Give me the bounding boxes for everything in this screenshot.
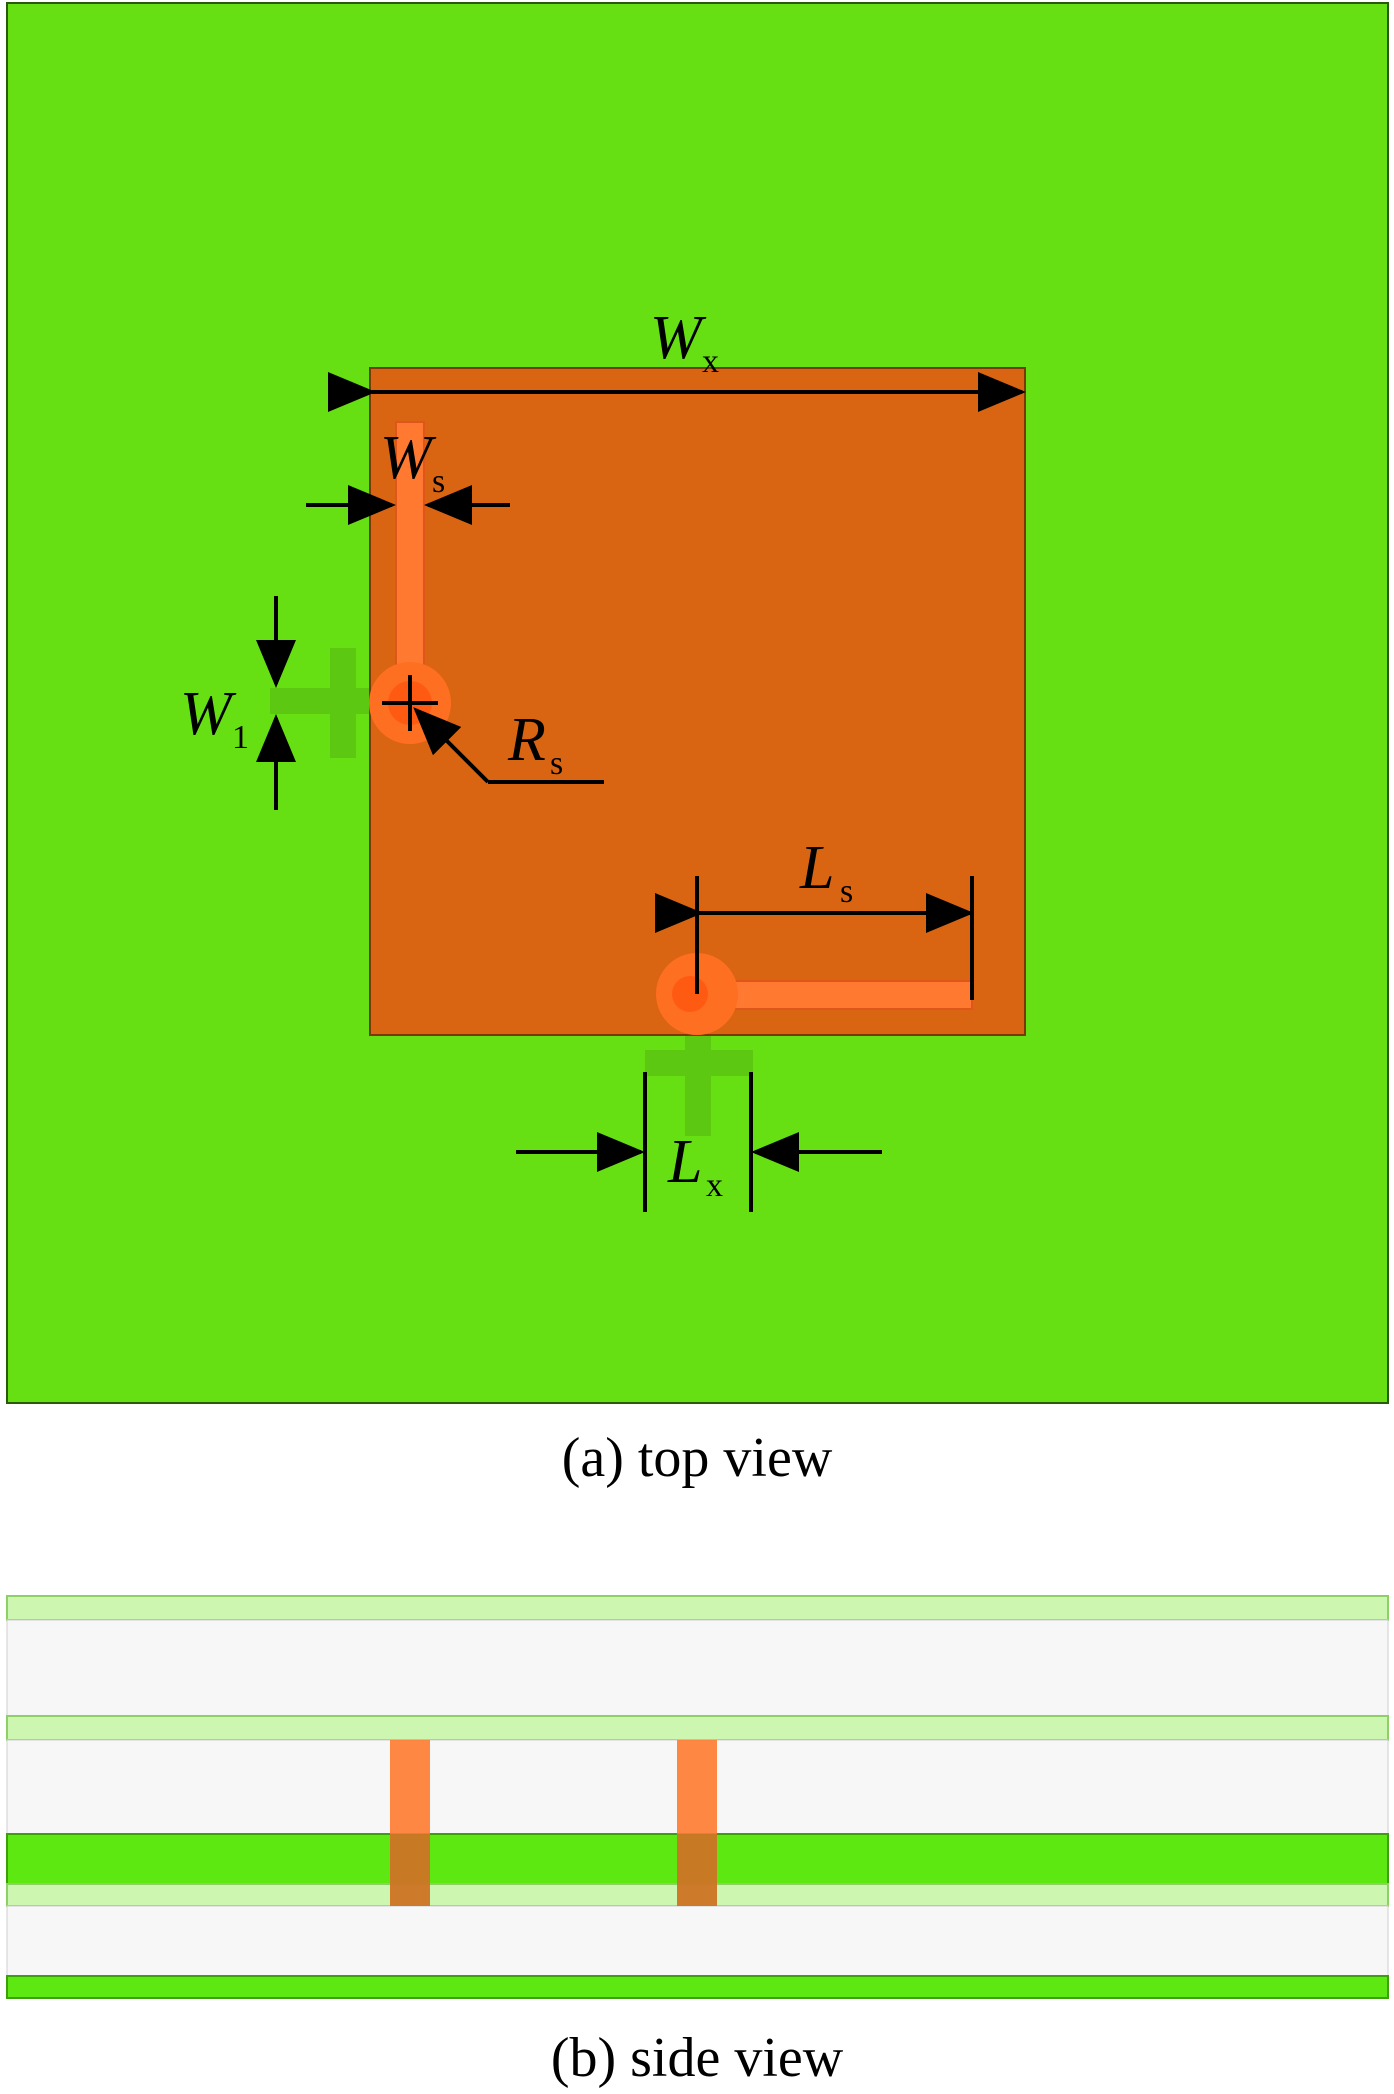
ws-subscript: s [432, 463, 445, 500]
feed-cross-left [270, 648, 378, 758]
feed-cross-bottom [645, 1020, 753, 1136]
layer-bottom-ground [6, 1975, 1389, 1999]
wx-subscript: x [702, 343, 719, 380]
probe-bottom-inner [672, 976, 708, 1012]
rs-subscript: s [550, 745, 563, 782]
ls-label: L [799, 834, 834, 902]
layer-foam-3 [6, 1905, 1389, 1977]
layer-top-film [6, 1595, 1389, 1621]
w1-label: W [180, 680, 237, 748]
rs-label: R [507, 706, 546, 774]
lx-label: L [667, 1128, 702, 1196]
ws-label: W [380, 424, 437, 492]
wx-label: W [650, 304, 707, 372]
caption-side-view: (b) side view [551, 2027, 844, 2089]
probe-pin-right-dark [677, 1834, 717, 1906]
layer-patch-film [6, 1715, 1389, 1741]
layer-foam-1 [6, 1619, 1389, 1717]
probe-pin-left-dark [390, 1834, 430, 1906]
side-view [6, 1595, 1389, 1999]
lx-subscript: x [706, 1167, 723, 1204]
ls-subscript: s [840, 873, 853, 910]
caption-top-view: (a) top view [562, 1427, 833, 1489]
w1-subscript: 1 [232, 719, 249, 756]
rs-leader-arrow [413, 707, 490, 784]
